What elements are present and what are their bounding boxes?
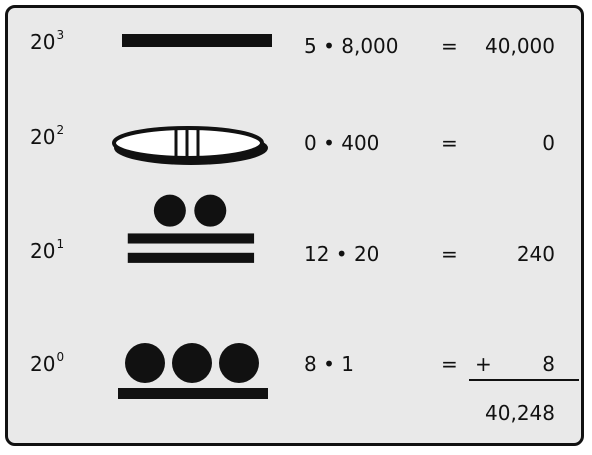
expression: 5 • 8,000 <box>304 34 399 58</box>
expression: 8 • 1 <box>304 352 354 376</box>
dot <box>194 194 227 227</box>
equals-sign: = <box>441 34 458 58</box>
maya-bar-symbol <box>122 34 272 47</box>
dot <box>172 343 212 383</box>
expression: 12 • 20 <box>304 242 380 266</box>
base: 20 <box>30 30 56 54</box>
row-value: 240 <box>516 242 555 266</box>
place-value-label: 203 <box>30 28 65 54</box>
dot <box>153 194 186 227</box>
bar <box>127 252 255 263</box>
equals-sign: = <box>441 131 458 155</box>
maya-numeral-panel: 203 5 • 8,000 = 40,000 202 0 • 400 = 0 2… <box>5 5 584 446</box>
base: 20 <box>30 352 56 376</box>
place-value-row-20-3: 203 5 • 8,000 = 40,000 <box>8 8 581 88</box>
dot <box>219 343 259 383</box>
maya-shell-zero-symbol <box>112 126 268 165</box>
exponent: 2 <box>56 123 65 138</box>
sum-line <box>469 379 579 381</box>
equals-sign: = <box>441 242 458 266</box>
row-value: 0 <box>542 131 555 155</box>
equals-sign: = <box>441 352 458 376</box>
place-value-label: 200 <box>30 350 65 376</box>
place-value-row-20-2: 202 0 • 400 = 0 <box>8 103 581 183</box>
maya-three-dots-one-bar-symbol <box>118 343 268 399</box>
exponent: 0 <box>56 350 65 365</box>
bar <box>118 388 268 399</box>
bar <box>122 34 272 47</box>
place-value-row-20-1: 201 12 • 20 = 240 <box>8 193 581 273</box>
bar <box>127 233 255 244</box>
total-value: 40,248 <box>485 401 555 425</box>
row-value: 8 <box>542 352 555 376</box>
place-value-label: 201 <box>30 237 65 263</box>
place-value-label: 202 <box>30 123 65 149</box>
row-value: 40,000 <box>485 34 555 58</box>
plus-sign: + <box>475 352 492 376</box>
dot <box>125 343 165 383</box>
expression: 0 • 400 <box>304 131 380 155</box>
maya-two-dots-two-bars-symbol <box>127 194 255 263</box>
place-value-row-20-0: 200 8 • 1 = + 8 <box>8 328 581 408</box>
base: 20 <box>30 125 56 149</box>
exponent: 1 <box>56 237 65 252</box>
exponent: 3 <box>56 28 65 43</box>
base: 20 <box>30 239 56 263</box>
